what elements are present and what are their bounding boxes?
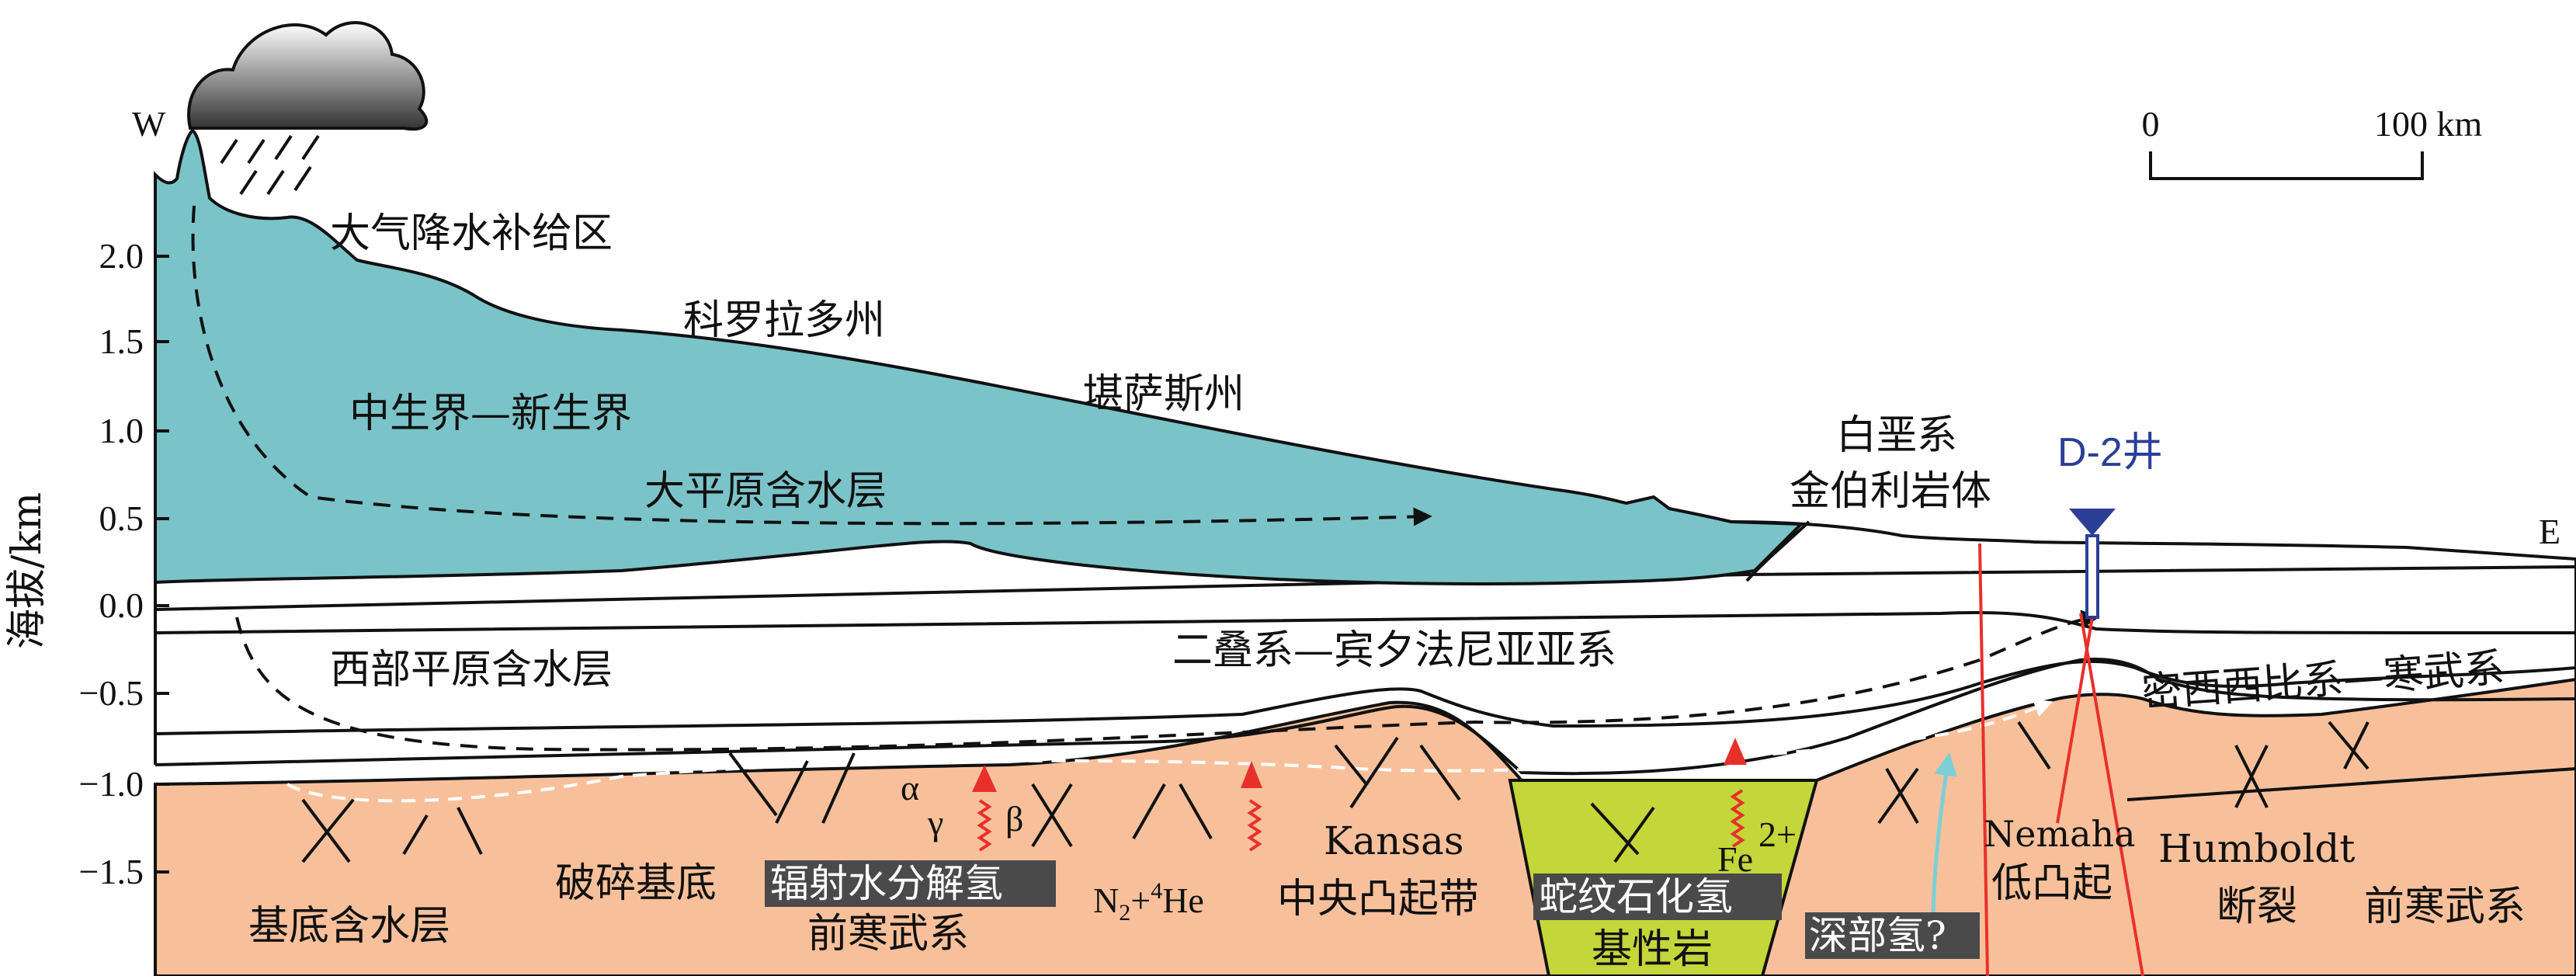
scale-bar-start: 0	[2142, 104, 2160, 144]
west-label: W	[132, 104, 166, 144]
beta-symbol: β	[1005, 799, 1023, 839]
east-label: E	[2539, 512, 2560, 551]
gamma-symbol: γ	[927, 803, 943, 842]
nemaha-label: Nemaha	[1984, 813, 2136, 855]
mafic-rock-label: 基性岩	[1592, 926, 1713, 973]
fractured-basement-label: 破碎基底	[555, 860, 717, 907]
scale-bar-end: 100 km	[2374, 104, 2483, 144]
radiolysis-arrow-1	[972, 765, 997, 852]
deep-hydrogen-label-box	[1805, 912, 1980, 959]
cretaceous-label: 白垩系	[1836, 412, 1957, 459]
layer-line-3	[154, 659, 2576, 735]
fault-label: 断裂	[2217, 884, 2297, 930]
high-plains-label: 大平原含水层	[644, 468, 887, 515]
nemaha-fault-branch	[2056, 617, 2094, 824]
western-plains-label: 西部平原含水层	[330, 647, 613, 693]
high-plains-aquifer	[154, 128, 1805, 585]
well-marker-icon	[2069, 509, 2116, 536]
cloud-icon	[187, 21, 429, 131]
y-tick-label: −0.5	[79, 673, 144, 713]
cretaceous-base	[1745, 520, 1810, 582]
nemaha-fault-east	[2079, 613, 2144, 976]
kansas-state-label: 堪萨斯州	[1083, 371, 1245, 418]
radiolysis-label: 辐射水分解氢	[770, 861, 1003, 906]
radiolysis-label-box	[765, 860, 1056, 907]
humboldt-fault-line	[2126, 767, 2576, 801]
basement-fracture-marks	[301, 721, 2369, 863]
serpentinization-label: 蛇纹石化氢	[1539, 874, 1733, 919]
well-d2	[2069, 509, 2116, 619]
y-tick-label: 0.0	[99, 585, 144, 625]
deep-hydrogen-arrow	[1931, 752, 1958, 925]
well-casing	[2085, 534, 2099, 619]
y-tick-label: 1.5	[99, 321, 144, 361]
y-tick-label: 2.0	[99, 236, 144, 276]
fe-superscript: 2+	[1758, 814, 1797, 854]
surface-line-east	[1731, 520, 2576, 561]
layer-line-4	[154, 658, 2576, 776]
fe-label: Fe	[1717, 839, 1753, 879]
y-axis-title: 海拔/km	[4, 492, 50, 649]
precambrian-label-east: 前寒武系	[2364, 884, 2526, 930]
basement-flow-arrow	[286, 699, 2054, 803]
recharge-zone-label: 大气降水补给区	[330, 210, 613, 257]
mesozoic-label: 中生界—新生界	[349, 391, 632, 437]
humboldt-label: Humboldt	[2158, 826, 2355, 871]
well-label: D-2井	[2057, 430, 2163, 475]
y-axis-ticks	[155, 255, 169, 874]
central-uplift-label: 中央凸起带	[1277, 876, 1479, 922]
radiolysis-arrow-2	[1241, 761, 1262, 852]
rain-icon	[220, 134, 320, 196]
colorado-label: 科罗拉多州	[683, 297, 885, 344]
y-tick-label: 1.0	[99, 411, 144, 450]
precambrian-label-west: 前寒武系	[807, 911, 969, 957]
serpentinization-label-box	[1533, 874, 1782, 920]
high-plains-flow-arrow	[191, 205, 1432, 526]
basement-aquifer-label: 基底含水层	[248, 903, 450, 950]
scale-bar	[2149, 151, 2424, 180]
deep-hydrogen-label: 深部氢?	[1809, 913, 1946, 958]
n2-he-label: N2+4He	[1093, 878, 1204, 926]
kansas-label: Kansas	[1324, 818, 1464, 863]
nemaha-uplift-label: 低凸起	[1991, 860, 2113, 907]
western-plains-flow-arrow	[235, 610, 2100, 752]
serpentinization-arrow	[1724, 738, 1747, 848]
permian-label: 二叠系—宾夕法尼亚亚系	[1172, 627, 1616, 674]
y-tick-label: −1.0	[79, 764, 144, 804]
y-tick-label: 0.5	[99, 498, 144, 538]
kimberlite-label: 金伯利岩体	[1790, 468, 1991, 515]
y-tick-label: −1.5	[79, 852, 144, 891]
alpha-symbol: α	[901, 768, 919, 808]
nemaha-fault-west	[1978, 543, 1989, 976]
